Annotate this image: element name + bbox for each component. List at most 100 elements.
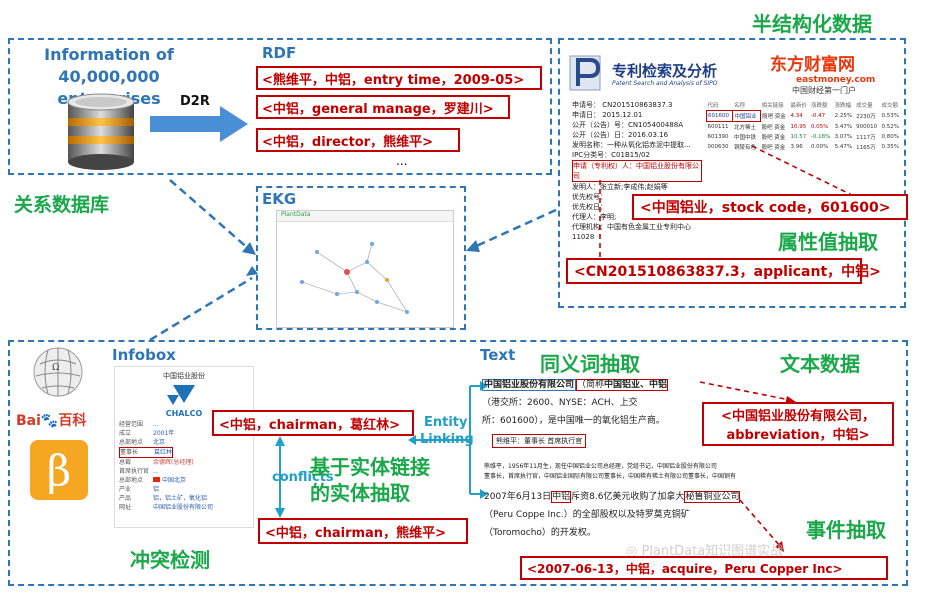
- text-event-action: 斥资8.6亿美元收购了加拿大: [571, 492, 685, 502]
- abbr-line1: <中国铝业股份有限公司，: [721, 409, 875, 424]
- infobox-key: 产品: [119, 495, 132, 502]
- patent-line: 代理机构：中国有色金属工业专利中心 11028: [572, 223, 691, 241]
- patent-record: 申请号： CN201510863837.3 申请日： 2015.12.01 公开…: [572, 100, 702, 242]
- infobox-value: ...: [153, 421, 159, 428]
- text-data-panel: [8, 340, 908, 586]
- text-event-line1: 2007年6月13日中铝斥资8.6亿美元收购了加拿大秘鲁铜业公司: [484, 488, 814, 506]
- d2r-arrow-icon: [150, 106, 248, 142]
- stock-cell: 股吧 资金: [761, 135, 786, 141]
- conflicts-label: conflicts: [272, 470, 334, 485]
- baidu-baike-logo: Bai🐾百科: [16, 410, 86, 430]
- infobox-key: 成立: [119, 430, 132, 437]
- stock-table: 代码 名称 相关链接 最新价 涨跌额 涨跌幅 成交量 成交额 601600 中国…: [705, 100, 903, 152]
- text-event-date: 2007年6月13日: [484, 492, 552, 502]
- info-title: Information of 40,000,000 enterprises: [14, 44, 204, 110]
- stock-cell: 3.96: [790, 144, 803, 150]
- stock-cell: 1117万: [856, 135, 876, 141]
- relational-db-panel: [8, 38, 552, 175]
- sipo-en: Patent Search and Analysis of SIPO: [612, 80, 718, 87]
- stock-cell: 601600: [705, 110, 734, 122]
- infobox-key: 总部地点: [119, 439, 144, 446]
- stock-cell: 10.95: [790, 123, 807, 130]
- info-line1: Information of: [44, 45, 174, 64]
- infobox-row: 网址 中国铝业股份有限公司: [119, 503, 253, 512]
- abbr-line2: abbreviation，中铝>: [726, 428, 870, 443]
- text-line-3: 所：601600），是中国唯一的氧化铝生产商。: [482, 416, 665, 426]
- text-event-subject: 中铝: [551, 491, 572, 503]
- infobox-value: 铝，铝土矿，氧化铝: [153, 495, 208, 502]
- infobox-value: 2001年: [153, 430, 175, 437]
- event-triple: <2007-06-13，中铝，acquire，Peru Copper Inc>: [520, 556, 888, 580]
- text-line-2: （港交所：2600、NYSE：ACH、上交: [482, 398, 638, 408]
- entity-linking-extract-label: 基于实体链接 的实体抽取: [310, 454, 430, 506]
- stock-row: 601600 中国铝业 股吧 资金 4.34 -0.47 2.25% 2230万…: [705, 110, 903, 122]
- abbreviation-triple: <中国铝业股份有限公司， abbreviation，中铝>: [702, 402, 894, 446]
- ekg-title: EKG: [262, 190, 297, 208]
- stock-cell: -0.47: [810, 113, 826, 119]
- infobox-value: 中国北京: [162, 477, 187, 484]
- stock-header-cell: 成交量: [856, 103, 873, 110]
- ekg-panel: [256, 186, 466, 330]
- patent-line: 申请日： 2015.12.01: [572, 111, 643, 119]
- patent-line: 发明人：张立新;李成伟;赵娟等: [572, 183, 668, 191]
- sipo-cn: 专利检索及分析: [612, 62, 718, 80]
- rdf-triple-2: <中铝，general manage，罗建川>: [256, 95, 510, 119]
- stock-row: 601390 中国中铁 股吧 资金 10.57 -0.18% 3.07% 111…: [707, 132, 903, 142]
- infobox-key: 总裁: [119, 459, 132, 466]
- stock-cell: 股吧 资金: [761, 124, 786, 131]
- el-label-line2: 的实体抽取: [310, 481, 410, 505]
- text-company: 中国铝业股份有限公司: [482, 379, 577, 391]
- infobox-row: 产品 铝，铝土矿，氧化铝: [119, 494, 253, 503]
- stock-cell: 4.34: [790, 113, 803, 119]
- stock-cell: 0.05%: [810, 123, 829, 130]
- chalco-text: CHALCO: [165, 409, 203, 418]
- patent-line: 公开（公告）号：CN105400488A: [572, 121, 683, 129]
- stock-cell: 0.00%: [810, 144, 829, 150]
- em-en: eastmoney.com: [796, 75, 876, 85]
- sipo-logo-icon: [569, 55, 601, 91]
- stock-row: 000630 铜陵有色 股吧 资金 3.96 0.00% 5.47% 1165万…: [707, 142, 903, 152]
- entity-linking-line2: Linking: [420, 432, 474, 447]
- infobox-key: 总部地点: [119, 477, 144, 484]
- el-label-line1: 基于实体链接: [310, 455, 430, 479]
- infobox-value: 葛红林: [154, 449, 173, 456]
- infobox-value: 中国铝业股份有限公司: [153, 504, 214, 511]
- infobox-value: 铝: [153, 486, 160, 493]
- text-bio-line: 董事长，首席执行官，中国铝业国际有限公司董事长，中国稀有稀土有限公司董事长，中国…: [484, 473, 737, 480]
- infobox-value: ...: [153, 468, 159, 475]
- stock-cell: 0.80%: [881, 134, 899, 140]
- text-person: 熊维平：董事长 首席执行官: [492, 434, 587, 448]
- infobox-row: 总部地点 中国北京: [119, 476, 253, 485]
- d2r-label: D2R: [180, 94, 210, 109]
- stock-cell: 10.57: [790, 134, 807, 140]
- wikipedia-logo-icon: Ω: [33, 347, 83, 397]
- stock-cell: 股吧 资金: [761, 145, 786, 151]
- stock-header-cell: 最新价: [790, 103, 808, 110]
- baidu-baike-text: 百科: [58, 413, 87, 429]
- infobox-key: 网址: [119, 504, 132, 511]
- baidu-logo-text: Bai: [16, 413, 41, 429]
- rdf-triple-1: <熊维平，中铝，entry time，2009-05>: [256, 66, 542, 90]
- stock-header-cell: 名称: [733, 103, 745, 109]
- wechat-icon: ◎: [626, 544, 642, 559]
- patent-line: 申请（专利权）人：中国铝业股份有限公司: [572, 160, 702, 182]
- text-event-object: 秘鲁铜业公司: [684, 491, 741, 503]
- stock-cell: 2.25%: [834, 113, 853, 119]
- stock-cell: 2230万: [856, 114, 876, 120]
- text-bio-line: 熊维平，1956年11月生，现任中国铝业公司总经理，党组书记，中国铝业股份有限公…: [484, 463, 717, 470]
- stock-cell: 3.47%: [834, 123, 853, 130]
- stock-cell: 中国中铁: [733, 135, 756, 141]
- stock-cell: 0.35%: [881, 144, 899, 150]
- patent-line: 代理人：李明;: [572, 213, 617, 221]
- event-extract-label: 事件抽取: [806, 518, 886, 542]
- applicant-triple: <CN201510863837.3，applicant，中铝>: [566, 258, 881, 284]
- stock-cell: 股吧 资金: [762, 114, 786, 120]
- watermark: ◎ PlantData知识图谱实战: [626, 540, 783, 559]
- stock-code-triple: <中国铝业，stock code，601600>: [632, 194, 908, 220]
- chairman-triple-2: <中铝，chairman，熊维平>: [258, 518, 468, 544]
- patent-line: IPC分类号：C01B15/02: [572, 151, 650, 159]
- patent-line: 申请号： CN201510863837.3: [572, 101, 673, 109]
- infobox-title: Infobox: [112, 346, 176, 364]
- text-abbr: 中国铝业、中铝: [604, 379, 669, 391]
